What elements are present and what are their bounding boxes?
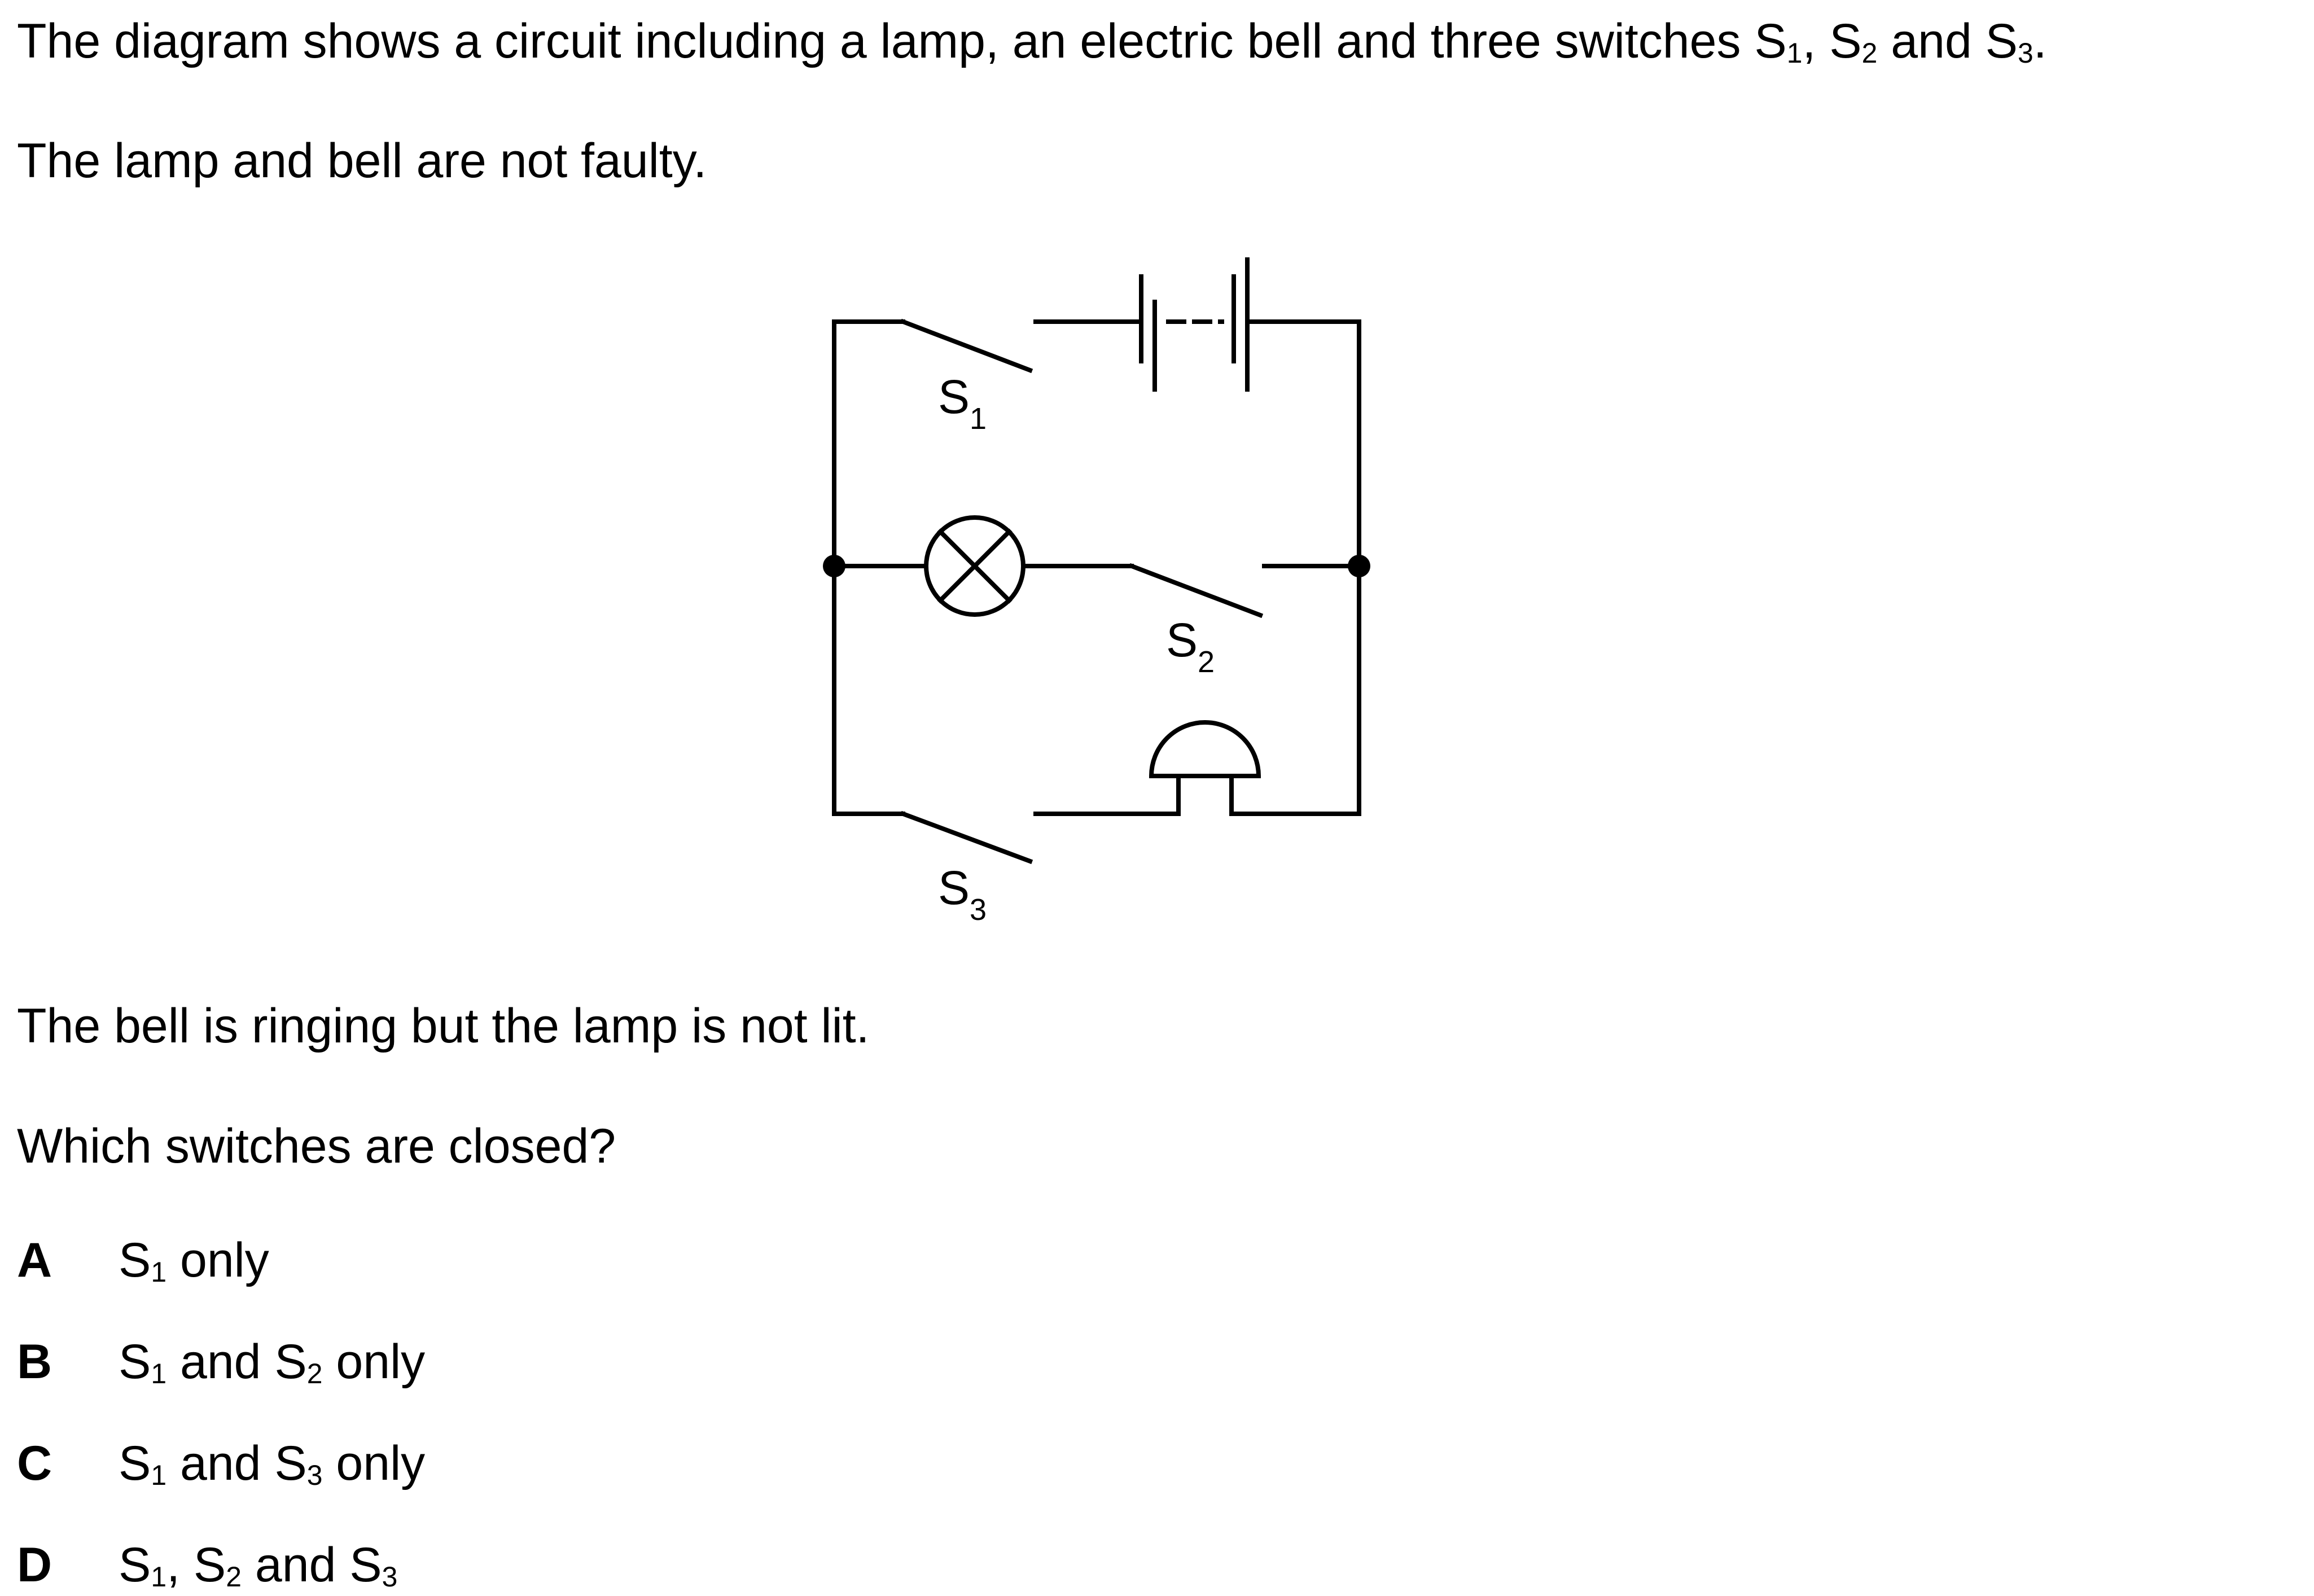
option-letter: D — [17, 1538, 52, 1592]
intro-sub-2: 2 — [1861, 37, 1878, 69]
option-letter: C — [17, 1436, 52, 1490]
lamp-icon — [924, 515, 1025, 617]
label-s2: S2 — [1166, 613, 1215, 679]
bell-icon — [1149, 720, 1261, 816]
option-text: S1 and S2 only — [119, 1335, 426, 1389]
intro-sub-3: 3 — [2018, 37, 2033, 69]
intro-text-end: . — [2033, 14, 2047, 68]
intro-sub-1: 1 — [1786, 37, 1803, 69]
option-letter: A — [17, 1233, 52, 1287]
option-text: S1, S2 and S3 — [119, 1538, 398, 1593]
question-prompt: Which switches are closed? — [17, 1119, 616, 1173]
intro-text-mid1: , S — [1802, 14, 1862, 68]
option-text: S1 and S3 only — [119, 1436, 426, 1491]
switch-s1-blade — [900, 318, 1033, 374]
switch-s3-blade — [900, 810, 1033, 865]
label-s1: S1 — [938, 370, 987, 436]
question-intro: The diagram shows a circuit including a … — [17, 14, 2047, 68]
option-letter: B — [17, 1335, 52, 1389]
option-text: S1 only — [119, 1233, 269, 1288]
switch-s2-blade — [1128, 563, 1264, 619]
intro-text: The diagram shows a circuit including a … — [17, 14, 1787, 68]
intro-text-mid2: and S — [1877, 14, 2018, 68]
not-faulty-statement: The lamp and bell are not faulty. — [17, 134, 707, 188]
observation-statement: The bell is ringing but the lamp is not … — [17, 999, 870, 1053]
battery-icon — [1139, 257, 1250, 392]
label-s3: S3 — [938, 861, 987, 927]
